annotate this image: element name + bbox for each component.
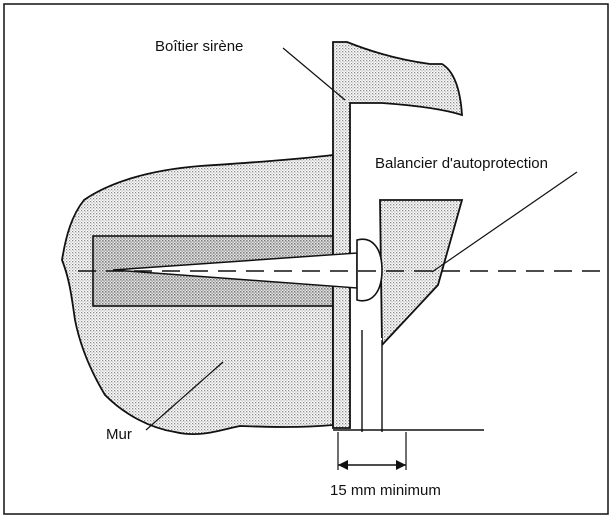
dimension-arrowhead-left xyxy=(338,460,348,470)
tamper-lever-label: Balancier d'autoprotection xyxy=(375,155,548,172)
wall-label: Mur xyxy=(106,426,132,443)
wall-leader xyxy=(145,361,224,431)
lever-leader xyxy=(431,171,578,273)
diagram-frame xyxy=(3,3,609,515)
housing-leader xyxy=(282,47,346,101)
dimension-arrowhead-right xyxy=(396,460,406,470)
housing-label: Boîtier sirène xyxy=(155,38,243,55)
lever-gap xyxy=(362,338,382,430)
screw-head xyxy=(356,238,383,302)
siren-housing xyxy=(332,41,463,429)
tamper-lever xyxy=(379,199,464,348)
dimension-label: 15 mm minimum xyxy=(330,482,441,499)
